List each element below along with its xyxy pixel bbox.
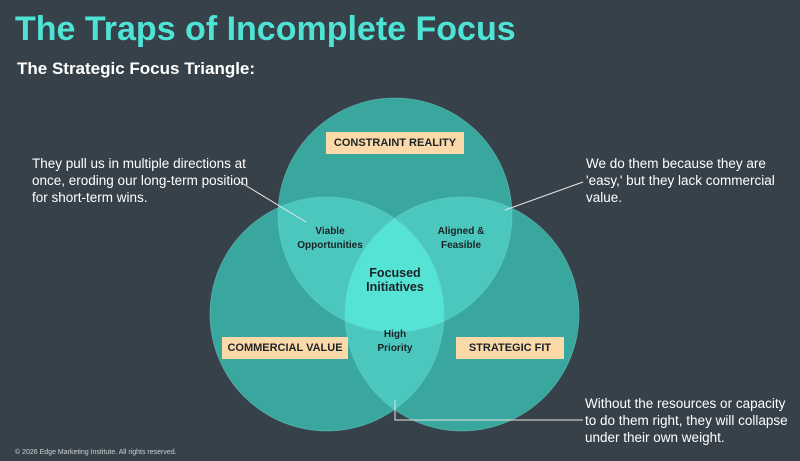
region-line: Viable <box>315 226 345 237</box>
region-line: Initiatives <box>366 280 424 294</box>
region-high-priority: High Priority <box>358 328 432 356</box>
region-line: Focused <box>369 266 421 280</box>
circle-outline-right <box>344 196 580 432</box>
note-bottom: Without the resources or capacity to do … <box>585 396 788 445</box>
overlap-center <box>345 197 444 332</box>
region-line: Opportunities <box>297 240 363 251</box>
region-line: Priority <box>377 343 413 354</box>
page-subtitle: The Strategic Focus Triangle: <box>17 59 256 78</box>
connector-left <box>239 181 307 223</box>
footer-copyright: © 2026 Edge Marketing Institute. All rig… <box>15 449 177 456</box>
region-aligned-feasible: Aligned & Feasible <box>424 225 498 253</box>
region-line: High <box>383 329 407 340</box>
connector-right <box>504 181 584 211</box>
region-focused-initiatives: Focused Initiatives <box>350 266 440 294</box>
region-viable-opportunities: Viable Opportunities <box>290 225 370 253</box>
label-strategic-fit: STRATEGIC FIT <box>456 337 564 359</box>
region-line: Feasible <box>440 240 482 251</box>
circle-outline-top <box>277 97 513 333</box>
circle-outline-left <box>209 196 445 432</box>
note-right: We do them because they are 'easy,' but … <box>586 156 775 205</box>
page-title: The Traps of Incomplete Focus <box>15 10 516 48</box>
label-commercial-value: COMMERCIAL VALUE <box>222 337 348 359</box>
note-left: They pull us in multiple directions at o… <box>32 156 249 205</box>
region-line: Aligned & <box>437 226 485 237</box>
connector-bottom <box>394 400 583 421</box>
label-constraint-reality: CONSTRAINT REALITY <box>326 132 464 154</box>
